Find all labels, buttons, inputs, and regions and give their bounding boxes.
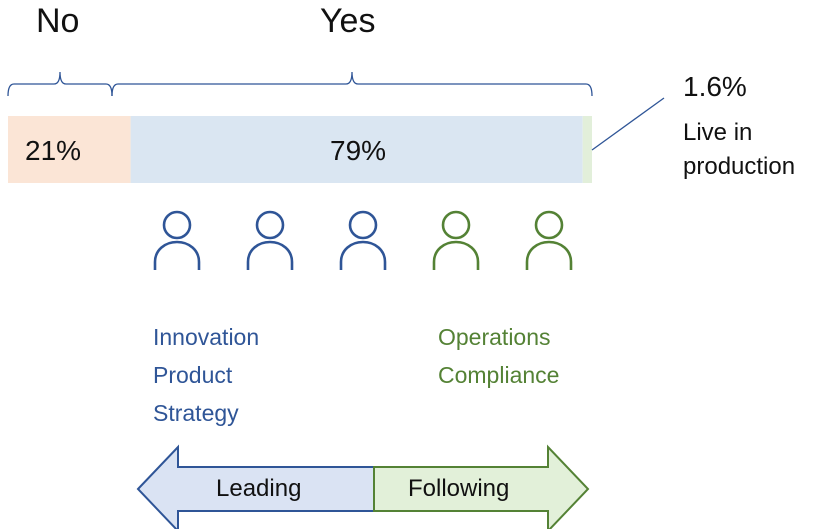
callout: 1.6% Live in production [683, 70, 795, 184]
person-outline-icon [525, 210, 573, 270]
callout-line-2: production [683, 153, 796, 180]
no-percent-label: 21% [25, 135, 82, 166]
yes-percent-label: 79% [330, 135, 387, 166]
people-row [153, 210, 573, 270]
bar-segment-live [582, 116, 592, 183]
no-heading: No [36, 2, 80, 40]
leading-group-item: Strategy [153, 400, 239, 426]
leading-group-item: Product [153, 362, 233, 388]
following-group: Operations Compliance [438, 318, 559, 394]
yes-brace [111, 71, 593, 97]
following-group-item: Compliance [438, 362, 560, 388]
person-outline-icon [432, 210, 480, 270]
callout-line [591, 97, 665, 151]
callout-value: 1.6% [683, 71, 747, 102]
yes-heading: Yes [320, 2, 376, 40]
leading-group: Innovation Product Strategy [153, 318, 259, 432]
person-outline-icon [153, 210, 201, 270]
callout-line-1: Live in [683, 119, 753, 146]
person-outline-icon [339, 210, 387, 270]
bar-segment-yes [130, 116, 583, 183]
leading-label: Leading [216, 475, 302, 502]
following-label: Following [408, 475, 510, 502]
person-outline-icon [246, 210, 294, 270]
no-brace [7, 71, 113, 97]
leading-group-item: Innovation [153, 324, 260, 350]
bar-segment-no [8, 116, 131, 183]
following-arrow [373, 444, 590, 529]
following-group-item: Operations [438, 324, 551, 350]
